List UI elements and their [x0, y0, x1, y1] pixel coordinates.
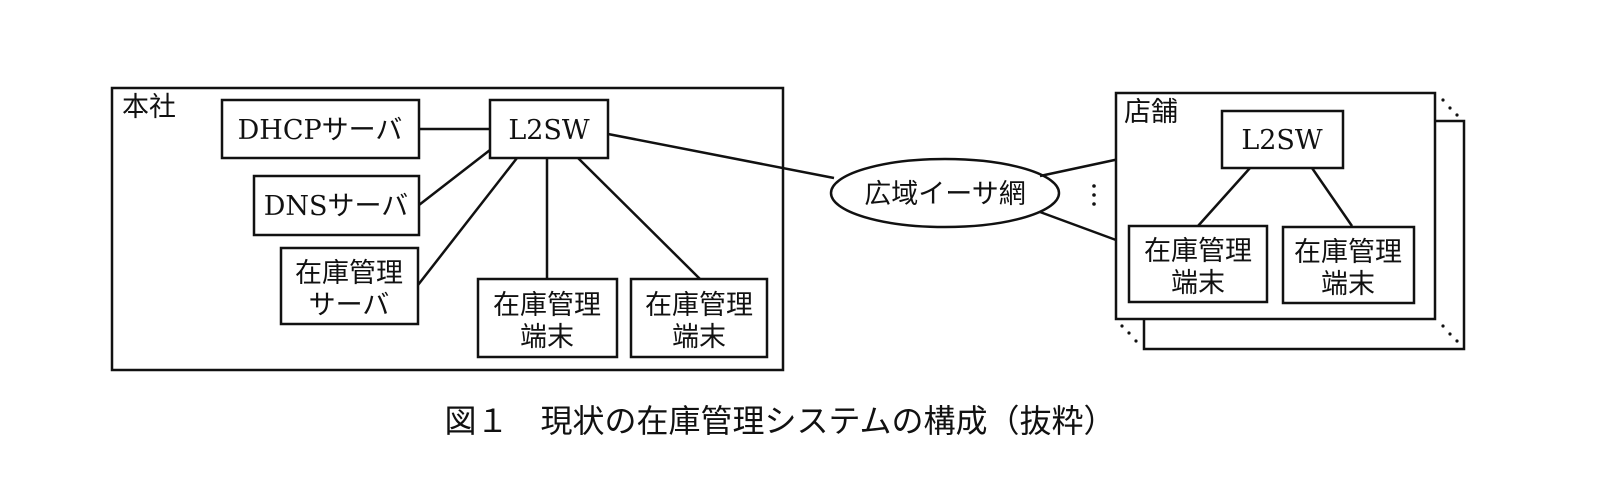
hq-terminal-line2: 端末	[672, 322, 726, 353]
link-terminal2-l2sw	[577, 157, 701, 280]
link-store-terminal1	[1197, 167, 1251, 227]
hq-terminal-node: 在庫管理 端末	[629, 277, 769, 359]
hq-l2sw-label: L2SW	[508, 115, 590, 146]
headquarters-links	[417, 127, 835, 286]
dhcp-server-label: DHCPサーバ	[238, 115, 403, 146]
link-store-terminal2	[1310, 167, 1354, 227]
store-terminal-line2: 端末	[1321, 269, 1375, 300]
store-terminal-node: 在庫管理 端末	[1281, 225, 1416, 305]
store-label: 店舗	[1124, 97, 1178, 128]
store-l2sw-node: L2SW	[1220, 109, 1345, 170]
hq-terminal-line2: 端末	[520, 322, 574, 353]
stack-ellipsis-icon	[1120, 98, 1459, 343]
hq-l2sw-node: L2SW	[488, 98, 610, 160]
wan-label: 広域イーサ網	[864, 179, 1025, 210]
store-terminal-line1: 在庫管理	[1294, 237, 1402, 268]
dns-server-label: DNSサーバ	[264, 191, 409, 222]
wan-node: 広域イーサ網	[829, 157, 1061, 229]
link-hq-wan	[607, 132, 835, 180]
headquarters-label: 本社	[122, 92, 176, 123]
inventory-server-node: 在庫管理 サーバ	[279, 246, 420, 326]
store-terminal-line1: 在庫管理	[1144, 236, 1252, 267]
vertical-ellipsis-icon	[1092, 184, 1096, 206]
inventory-server-line1: 在庫管理	[295, 258, 403, 289]
inventory-server-line2: サーバ	[309, 290, 390, 321]
dhcp-server-node: DHCPサーバ	[220, 98, 421, 160]
figure-caption: 図１ 現状の在庫管理システムの構成（抜粋）	[444, 402, 1115, 440]
link-wan-other-stores	[1039, 210, 1117, 242]
store-l2sw-label: L2SW	[1241, 125, 1323, 156]
hq-terminal-line1: 在庫管理	[493, 290, 601, 321]
dns-server-node: DNSサーバ	[252, 174, 421, 237]
store-terminal-line2: 端末	[1171, 268, 1225, 299]
link-dns-l2sw	[418, 149, 491, 206]
hq-terminal-line1: 在庫管理	[645, 290, 753, 321]
hq-terminal-node: 在庫管理 端末	[476, 277, 619, 359]
store-terminal-node: 在庫管理 端末	[1127, 224, 1269, 304]
link-server-l2sw	[417, 157, 518, 286]
